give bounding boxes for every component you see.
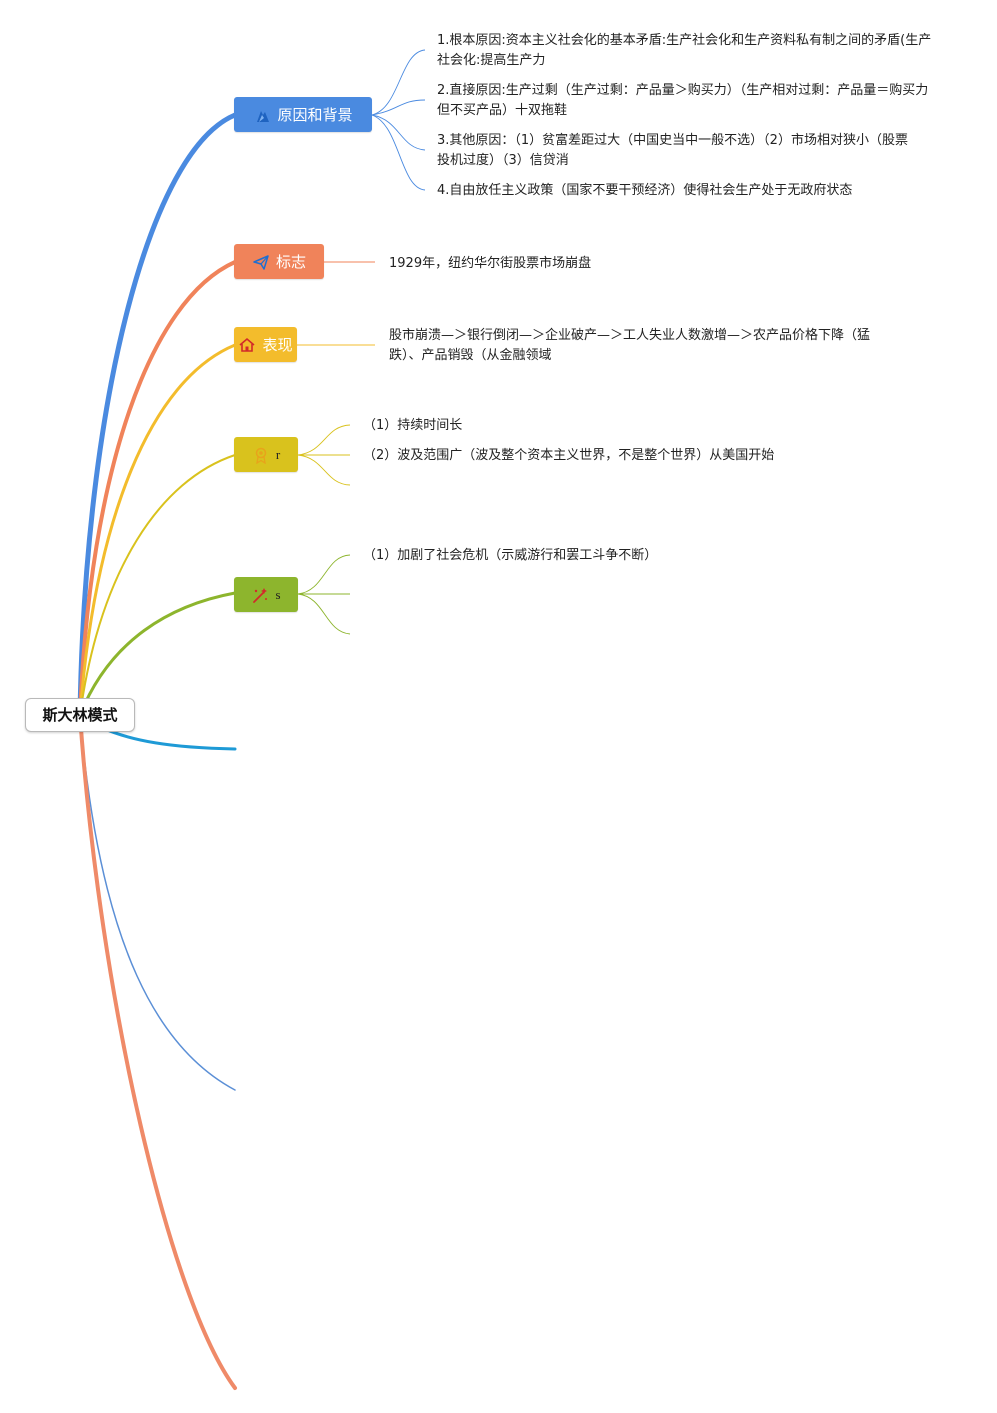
- leaf-causes-4[interactable]: 4.自由放任主义政策（国家不要干预经济）使得社会生产处于无政府状态: [437, 183, 853, 198]
- branch-line-7: [79, 714, 236, 1091]
- branch-label: 原因和背景: [277, 106, 353, 124]
- leaf-sign-1[interactable]: 1929年，纽约华尔街股票市场崩盘: [389, 256, 592, 271]
- branch-label: s: [275, 586, 281, 602]
- branch-line-5: [78, 591, 237, 717]
- mountain-icon: [253, 106, 271, 124]
- branch-node-manifestation[interactable]: 表现: [234, 327, 297, 362]
- paper-plane-icon: [252, 253, 270, 271]
- connector-group-5: [297, 554, 351, 635]
- house-icon: [238, 336, 256, 354]
- branch-node-causes[interactable]: 原因和背景: [234, 97, 372, 132]
- branch-label: 表现: [262, 336, 293, 354]
- leaf-causes-1[interactable]: 1.根本原因:资本主义社会化的基本矛盾:生产社会化和生产资料私有制之间的矛盾(生…: [437, 33, 932, 68]
- leaf-causes-3[interactable]: 3.其他原因：（1）贫富差距过大（中国史当中一般不选）（2）市场相对狭小（股票投…: [437, 133, 908, 168]
- branch-line-8: [78, 713, 237, 1390]
- branch-node-r[interactable]: r: [234, 437, 298, 472]
- branch-line-2: [78, 260, 237, 717]
- branch-node-s[interactable]: s: [234, 577, 298, 612]
- leaf-s-1[interactable]: （1）加剧了社会危机（示威游行和罢工斗争不断）: [363, 548, 658, 563]
- award-icon: [252, 446, 270, 464]
- root-node[interactable]: 斯大林模式: [25, 698, 135, 732]
- branch-node-sign[interactable]: 标志: [234, 244, 324, 279]
- leaf-causes-2[interactable]: 2.直接原因:生产过剩（生产过剩：产品量＞购买力）（生产相对过剩：产品量＝购买力…: [437, 83, 929, 118]
- connector-group-1: [371, 49, 426, 191]
- branch-label: 标志: [275, 253, 306, 271]
- wand-icon: [251, 586, 269, 604]
- leaf-r-2[interactable]: （2）波及范围广（波及整个资本主义世界，不是整个世界）从美国开始: [363, 448, 775, 463]
- connector-group-4: [297, 424, 351, 486]
- branch-label: r: [275, 446, 281, 462]
- leaf-manifestation-1[interactable]: 股市崩溃—＞银行倒闭—＞企业破产—＞工人失业人数激增—＞农产品价格下降（猛跌）、…: [389, 328, 871, 363]
- leaf-r-1[interactable]: （1）持续时间长: [363, 418, 463, 433]
- branch-line-3: [78, 343, 237, 717]
- branch-line-1: [77, 112, 238, 718]
- branch-line-4: [79, 454, 236, 716]
